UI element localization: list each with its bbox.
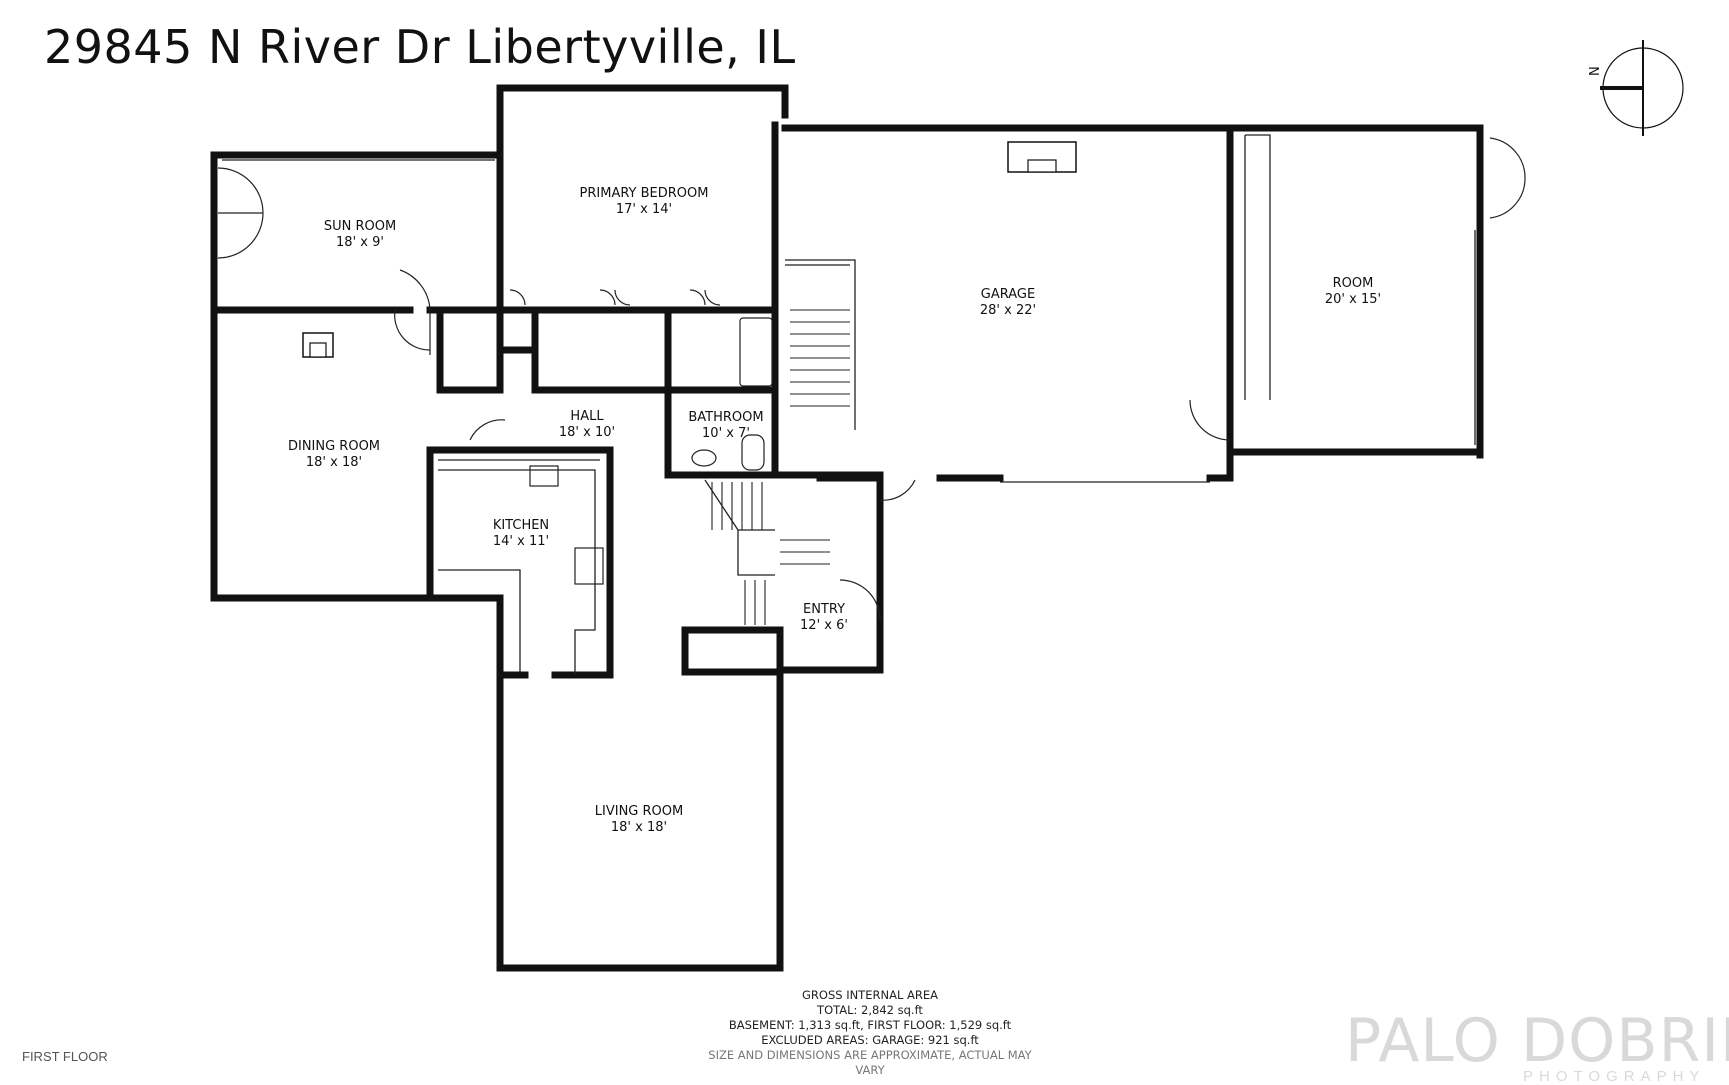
room-name-bathroom: BATHROOM — [688, 410, 763, 425]
room-name-entry: ENTRY — [803, 602, 845, 617]
room-dim-kitchen: 14' x 11' — [493, 534, 549, 549]
doors — [217, 137, 1526, 621]
room-dim-room: 20' x 15' — [1325, 292, 1381, 307]
compass-label: N — [1588, 66, 1603, 76]
room-dim-sun-room: 18' x 9' — [336, 235, 384, 250]
room-name-hall: HALL — [570, 409, 604, 424]
area-excluded: EXCLUDED AREAS: GARAGE: 921 sq.ft — [761, 1033, 979, 1047]
room-dim-entry: 12' x 6' — [800, 618, 848, 633]
room-name-primary-bedroom: PRIMARY BEDROOM — [580, 186, 709, 201]
room-name-room: ROOM — [1333, 276, 1374, 291]
thin-lines — [222, 134, 1476, 675]
brand-sub: PHOTOGRAPHY — [1523, 1068, 1706, 1085]
brand-name: PALO DOBRIK — [1345, 1006, 1729, 1076]
room-labels: SUN ROOM 18' x 9' PRIMARY BEDROOM 17' x … — [288, 186, 1381, 835]
compass-icon: N — [1588, 40, 1684, 136]
room-name-garage: GARAGE — [981, 287, 1035, 302]
stairs-garage — [790, 309, 850, 407]
area-disclaimer: SIZE AND DIMENSIONS ARE APPROXIMATE, ACT… — [708, 1048, 1032, 1077]
room-dim-hall: 18' x 10' — [559, 425, 615, 440]
walls — [210, 84, 1484, 972]
room-dim-dining-room: 18' x 18' — [306, 455, 362, 470]
room-name-kitchen: KITCHEN — [493, 518, 549, 533]
area-summary: GROSS INTERNAL AREA TOTAL: 2,842 sq.ft B… — [700, 988, 1040, 1078]
area-breakdown: BASEMENT: 1,313 sq.ft, FIRST FLOOR: 1,52… — [728, 1018, 1012, 1032]
brand-watermark: PALO DOBRIK PHOTOGRAPHY — [1345, 1006, 1729, 1085]
room-dim-garage: 28' x 22' — [980, 303, 1036, 318]
stairs-main — [711, 482, 830, 625]
room-dim-primary-bedroom: 17' x 14' — [616, 202, 672, 217]
room-name-living-room: LIVING ROOM — [595, 804, 683, 819]
room-dim-bathroom: 10' x 7' — [702, 426, 750, 441]
room-dim-living-room: 18' x 18' — [611, 820, 667, 835]
fixtures — [529, 317, 773, 585]
fireplace-garage — [1007, 141, 1077, 173]
area-heading: GROSS INTERNAL AREA — [801, 988, 938, 1002]
page-title: 29845 N River Dr Libertyville, IL — [44, 20, 796, 74]
room-name-sun-room: SUN ROOM — [324, 219, 396, 234]
floor-label: FIRST FLOOR — [22, 1049, 108, 1064]
fireplace-dining — [302, 332, 334, 358]
area-total: TOTAL: 2,842 sq.ft — [817, 1003, 923, 1017]
room-name-dining-room: DINING ROOM — [288, 439, 380, 454]
